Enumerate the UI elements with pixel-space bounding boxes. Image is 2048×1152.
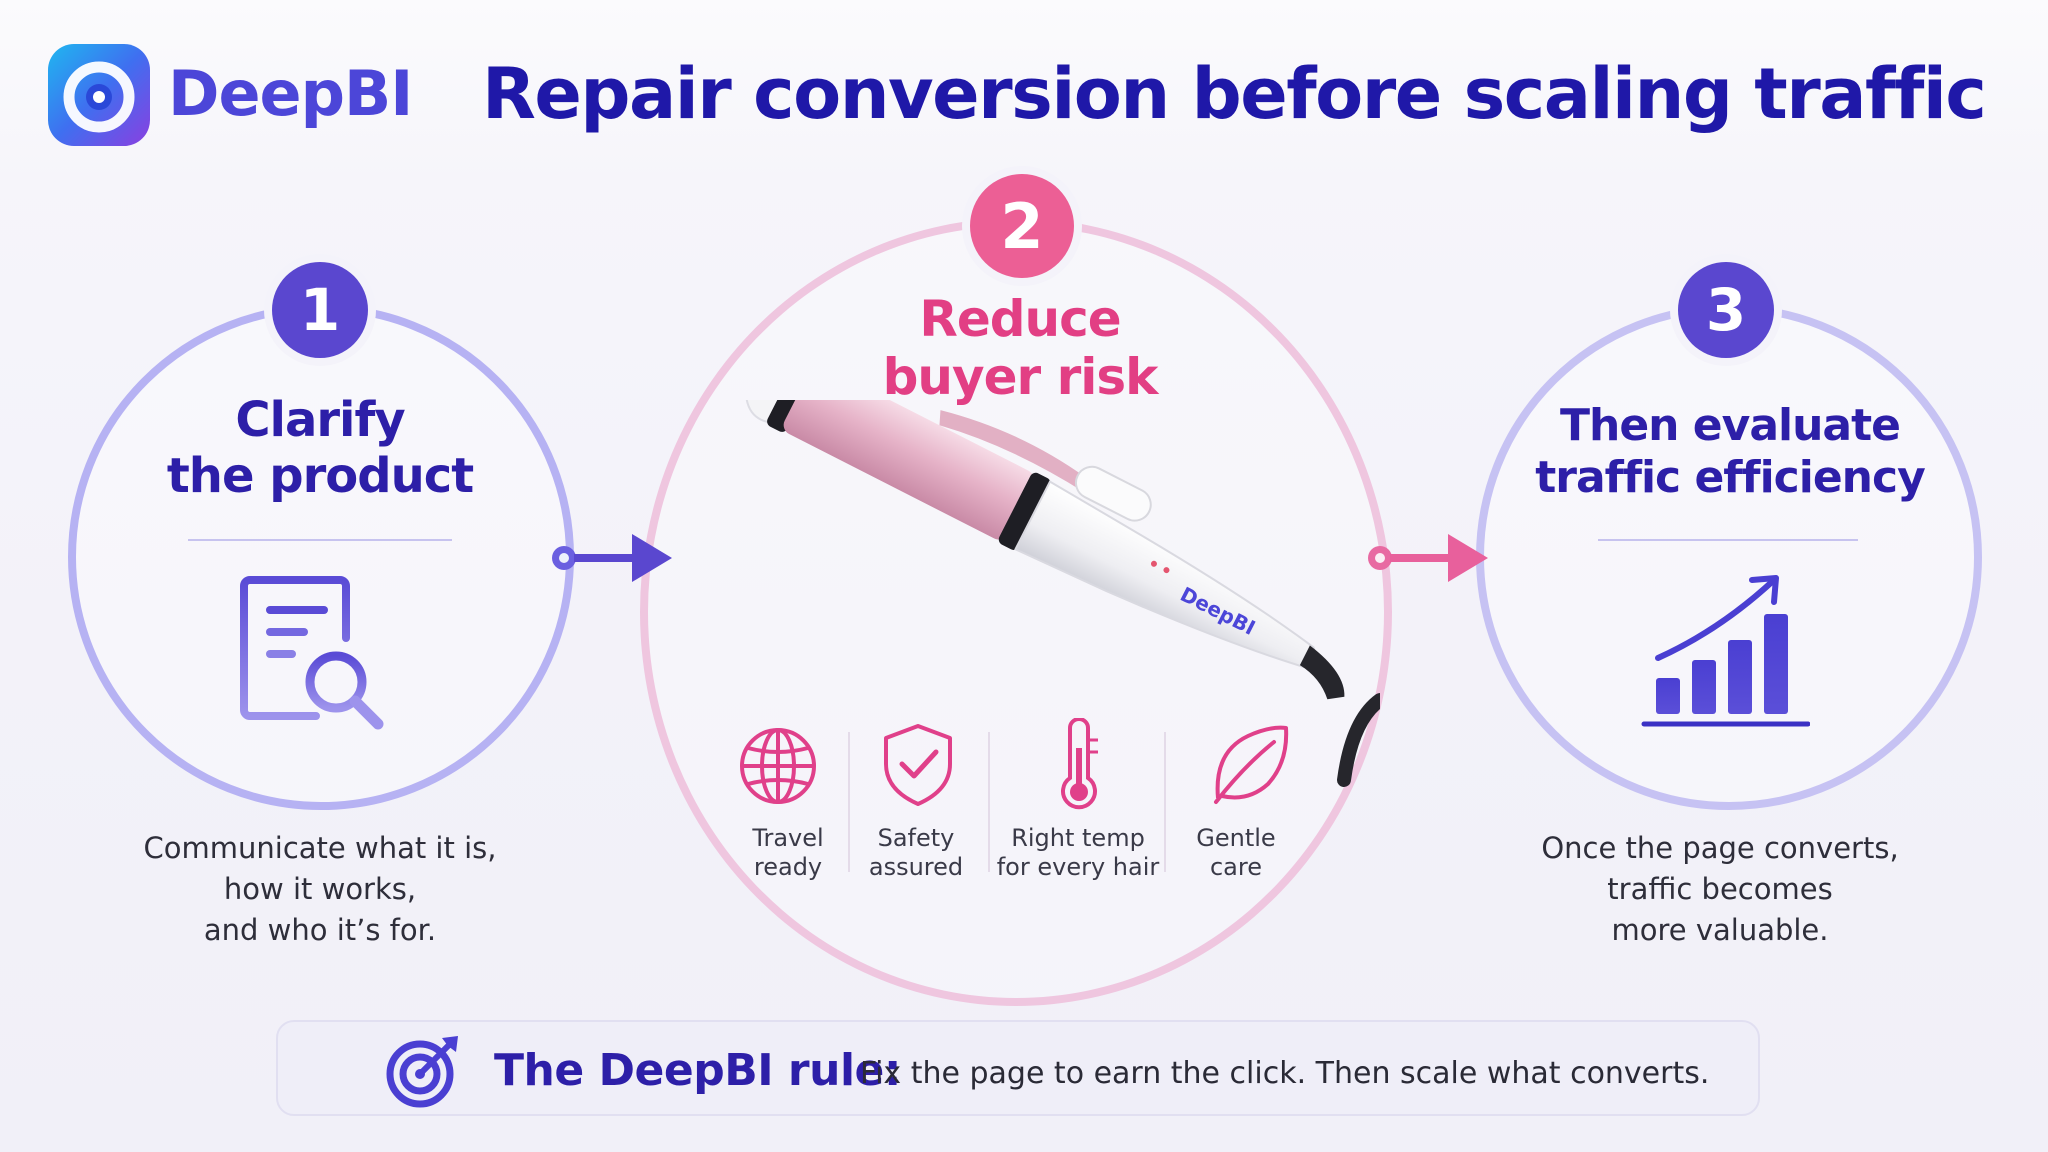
feature-separator — [848, 732, 850, 872]
feature-3-line1: Right temp — [1011, 824, 1145, 852]
document-search-icon — [240, 576, 384, 730]
step-1-title-line1: Clarify — [235, 392, 405, 448]
step-2-number-badge: 2 — [970, 174, 1074, 278]
page-title: Repair conversion before scaling traffic — [482, 53, 1987, 135]
step-3-title-line2: traffic efficiency — [1535, 452, 1926, 503]
step-2-title-line1: Reduce — [919, 290, 1121, 348]
rule-label: The DeepBI rule: — [494, 1045, 901, 1096]
feature-separator — [1164, 732, 1166, 872]
step-1-number-badge: 1 — [272, 262, 368, 358]
growth-chart-icon — [1641, 575, 1810, 727]
feature-2-line1: Safety — [877, 824, 955, 852]
step-3-number-badge: 3 — [1678, 262, 1774, 358]
step-1-title: Clarify the product — [120, 392, 520, 504]
step-3-desc-line3: more valuable. — [1611, 913, 1829, 947]
curling-iron-image: DeepBI — [745, 400, 1380, 787]
step-2-ring — [640, 218, 1392, 1006]
step-1-description: Communicate what it is, how it works, an… — [120, 828, 520, 951]
feature-1-line2: ready — [753, 853, 823, 881]
step-3-description: Once the page converts, traffic becomes … — [1520, 828, 1920, 951]
step-1-divider — [188, 539, 452, 541]
step-2-title: Reduce buyer risk — [820, 290, 1220, 406]
step-3-divider — [1598, 539, 1858, 541]
feature-travel-ready: Travel ready — [718, 824, 858, 882]
feature-safety-assured: Safety assured — [846, 824, 986, 882]
arrow-right-icon — [552, 534, 672, 582]
feature-2-line2: assured — [868, 853, 964, 881]
step-3-desc-line2: traffic becomes — [1607, 872, 1833, 906]
feature-3-line2: for every hair — [996, 853, 1160, 881]
arrow-right-icon — [1368, 534, 1488, 582]
target-icon — [386, 1036, 458, 1108]
feature-gentle-care: Gentle care — [1166, 824, 1306, 882]
deepbi-logo-icon — [48, 44, 150, 146]
step-1-desc-line3: and who it’s for. — [203, 913, 437, 947]
header-band — [0, 0, 2048, 182]
step-3-ring — [1476, 304, 1982, 810]
shield-check-icon — [884, 724, 952, 806]
leaf-icon — [1214, 725, 1289, 804]
brand-name: DeepBI — [168, 57, 413, 130]
step-3-title: Then evaluate traffic efficiency — [1520, 400, 1940, 504]
step-1-desc-line1: Communicate what it is, — [143, 831, 497, 865]
rule-banner — [276, 1020, 1760, 1116]
step-2-title-line2: buyer risk — [882, 348, 1159, 406]
thermometer-icon — [1061, 718, 1098, 810]
step-1-title-line2: the product — [166, 448, 474, 504]
feature-separator — [988, 732, 990, 872]
feature-right-temp: Right temp for every hair — [990, 824, 1166, 882]
feature-4-line2: care — [1209, 853, 1262, 881]
rule-text: Fix the page to earn the click. Then sca… — [860, 1056, 1710, 1091]
feature-4-line1: Gentle — [1196, 824, 1276, 852]
feature-1-line1: Travel — [752, 824, 824, 852]
step-3-title-line1: Then evaluate — [1559, 400, 1901, 451]
step-1-desc-line2: how it works, — [223, 872, 417, 906]
globe-icon — [740, 728, 816, 804]
step-3-desc-line1: Once the page converts, — [1541, 831, 1899, 865]
